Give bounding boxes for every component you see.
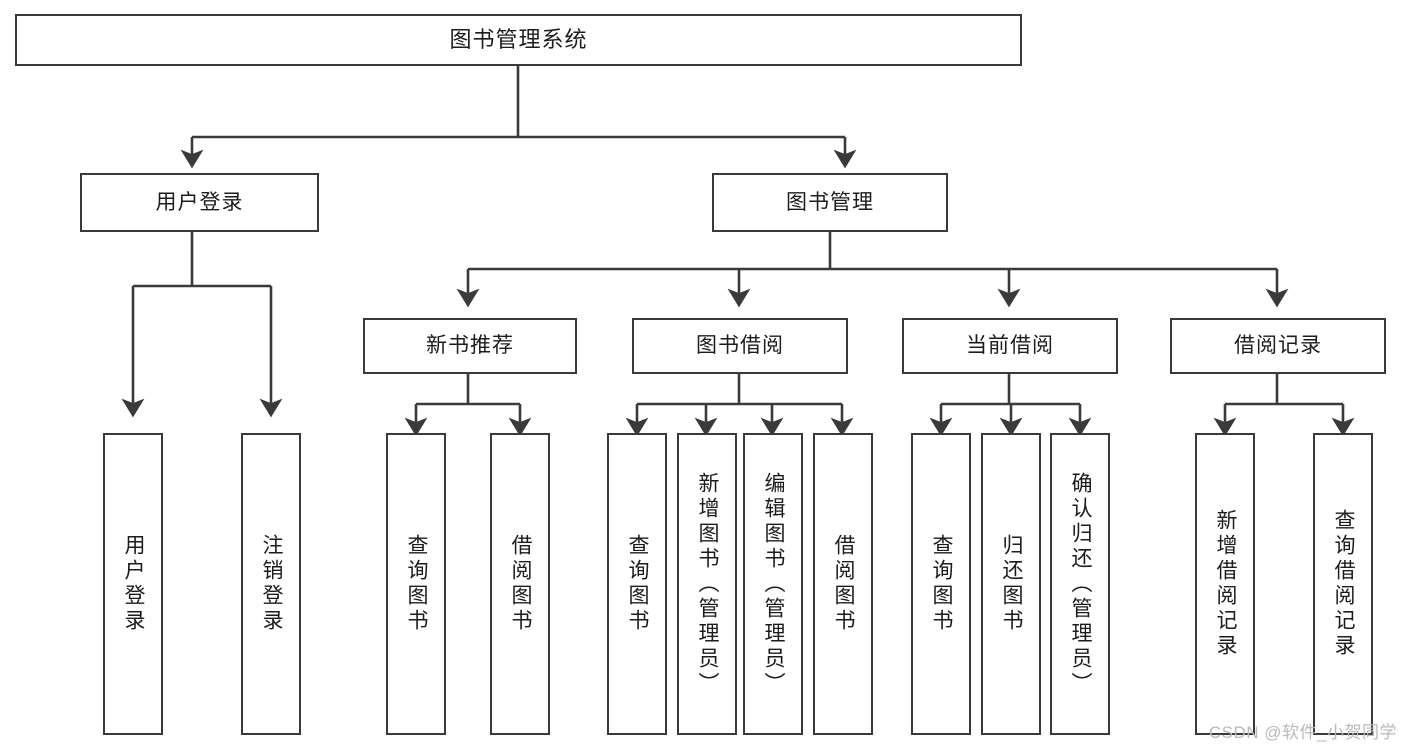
leaf-query-book-newbook[interactable]: 查询图书 — [386, 433, 446, 735]
leaf-query-book-borrow-label: 查询图书 — [626, 534, 650, 634]
leaf-borrow-book-newbook-label: 借阅图书 — [509, 534, 533, 634]
node-current-borrow-label: 当前借阅 — [966, 334, 1054, 358]
node-borrow-record-label: 借阅记录 — [1234, 334, 1322, 358]
leaf-logout-label: 注销登录 — [260, 534, 284, 634]
leaf-return-book-label: 归还图书 — [1000, 534, 1024, 634]
leaf-borrow-book[interactable]: 借阅图书 — [813, 433, 873, 735]
watermark-text: CSDN @软件_小贺同学 — [1208, 723, 1397, 742]
node-borrow-record[interactable]: 借阅记录 — [1170, 318, 1386, 374]
node-new-book-recommend[interactable]: 新书推荐 — [363, 318, 577, 374]
leaf-add-book-admin[interactable]: 新增图书（管理员） — [677, 433, 737, 735]
leaf-add-book-admin-label: 新增图书（管理员） — [696, 471, 720, 697]
leaf-user-login-label: 用户登录 — [122, 534, 146, 634]
leaf-borrow-book-newbook[interactable]: 借阅图书 — [490, 433, 550, 735]
leaf-query-book-current[interactable]: 查询图书 — [911, 433, 971, 735]
leaf-query-borrow-record-label: 查询借阅记录 — [1332, 509, 1356, 659]
leaf-user-login[interactable]: 用户登录 — [103, 433, 163, 735]
leaf-query-borrow-record[interactable]: 查询借阅记录 — [1313, 433, 1373, 735]
leaf-return-book[interactable]: 归还图书 — [981, 433, 1041, 735]
leaf-query-book-borrow[interactable]: 查询图书 — [607, 433, 667, 735]
node-new-book-recommend-label: 新书推荐 — [426, 334, 514, 358]
leaf-add-borrow-record-label: 新增借阅记录 — [1214, 509, 1238, 659]
leaf-edit-book-admin-label: 编辑图书（管理员） — [762, 471, 786, 697]
node-book-borrow[interactable]: 图书借阅 — [632, 318, 848, 374]
leaf-query-book-newbook-label: 查询图书 — [405, 534, 429, 634]
node-user-login[interactable]: 用户登录 — [80, 173, 319, 232]
leaf-add-borrow-record[interactable]: 新增借阅记录 — [1195, 433, 1255, 735]
leaf-edit-book-admin[interactable]: 编辑图书（管理员） — [743, 433, 803, 735]
node-book-management[interactable]: 图书管理 — [712, 173, 948, 232]
node-book-management-label: 图书管理 — [786, 190, 874, 214]
node-user-login-label: 用户登录 — [155, 190, 244, 214]
leaf-confirm-return-admin-label: 确认归还（管理员） — [1069, 471, 1093, 697]
leaf-borrow-book-label: 借阅图书 — [832, 534, 856, 634]
node-current-borrow[interactable]: 当前借阅 — [902, 318, 1118, 374]
node-book-borrow-label: 图书借阅 — [696, 334, 784, 358]
node-root-label: 图书管理系统 — [449, 26, 588, 52]
leaf-query-book-current-label: 查询图书 — [930, 534, 954, 634]
leaf-logout[interactable]: 注销登录 — [241, 433, 301, 735]
leaf-confirm-return-admin[interactable]: 确认归还（管理员） — [1050, 433, 1110, 735]
node-root[interactable]: 图书管理系统 — [15, 14, 1022, 66]
